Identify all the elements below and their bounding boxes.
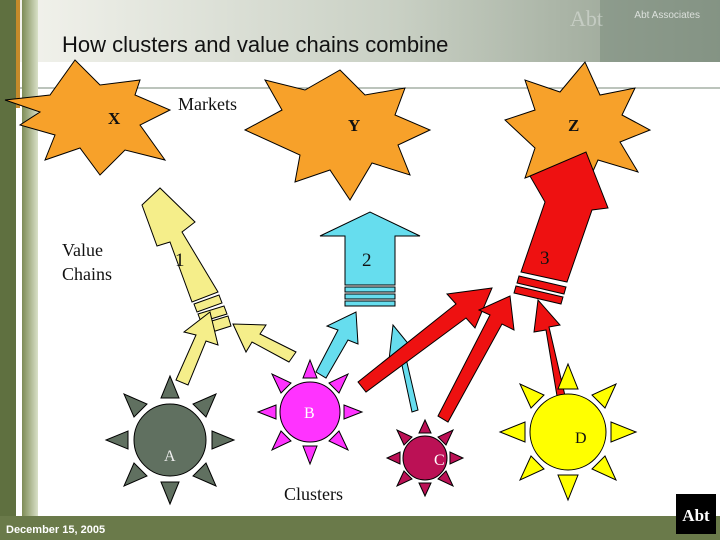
cluster-b-sun: B <box>256 358 364 466</box>
watermark-text: Abt Associates <box>634 10 700 21</box>
chain-1-label: 1 <box>175 250 185 271</box>
cluster-a-label: A <box>164 448 176 465</box>
value-chains-line-2: Chains <box>62 264 112 284</box>
header-band: Abt <box>0 0 720 89</box>
small-red-arrow-c <box>437 295 515 423</box>
market-y-label: Y <box>348 116 360 135</box>
chain-2-label: 2 <box>362 250 372 271</box>
small-yellow-arrow-b <box>232 323 297 363</box>
market-z-label: Z <box>568 116 579 135</box>
value-chains-line-1: Value <box>62 240 103 260</box>
small-yellow-arrow-a <box>175 311 219 386</box>
page-title: How clusters and value chains combine <box>62 32 448 57</box>
markets-label: Markets <box>178 94 237 114</box>
svg-text:Abt: Abt <box>570 6 603 31</box>
cluster-c-label: C <box>434 452 445 469</box>
cluster-d-sun: D <box>498 362 638 502</box>
chain-2-arrow: 2 <box>319 211 421 307</box>
cluster-b-label: B <box>304 405 315 422</box>
footer-bar <box>0 516 720 540</box>
cluster-c-sun: C <box>385 418 465 498</box>
cluster-a-sun: A <box>104 374 236 506</box>
value-chains-label: Value Chains <box>62 240 112 284</box>
left-sidebar <box>0 0 38 540</box>
abt-logo: Abt <box>676 494 716 534</box>
market-x-starburst <box>4 59 172 176</box>
market-x-label: X <box>108 109 121 128</box>
cluster-d-label: D <box>575 430 587 447</box>
market-y-starburst <box>243 69 432 201</box>
abt-logo-text: Abt <box>682 506 710 525</box>
clusters-label: Clusters <box>284 484 343 504</box>
small-cyan-arrow-b <box>315 311 359 379</box>
chain-1-arrow: 1 <box>141 187 232 335</box>
footer-date: December 15, 2005 <box>6 524 105 536</box>
chain-3-arrow: 3 <box>513 151 609 305</box>
chain-3-label: 3 <box>540 248 550 269</box>
